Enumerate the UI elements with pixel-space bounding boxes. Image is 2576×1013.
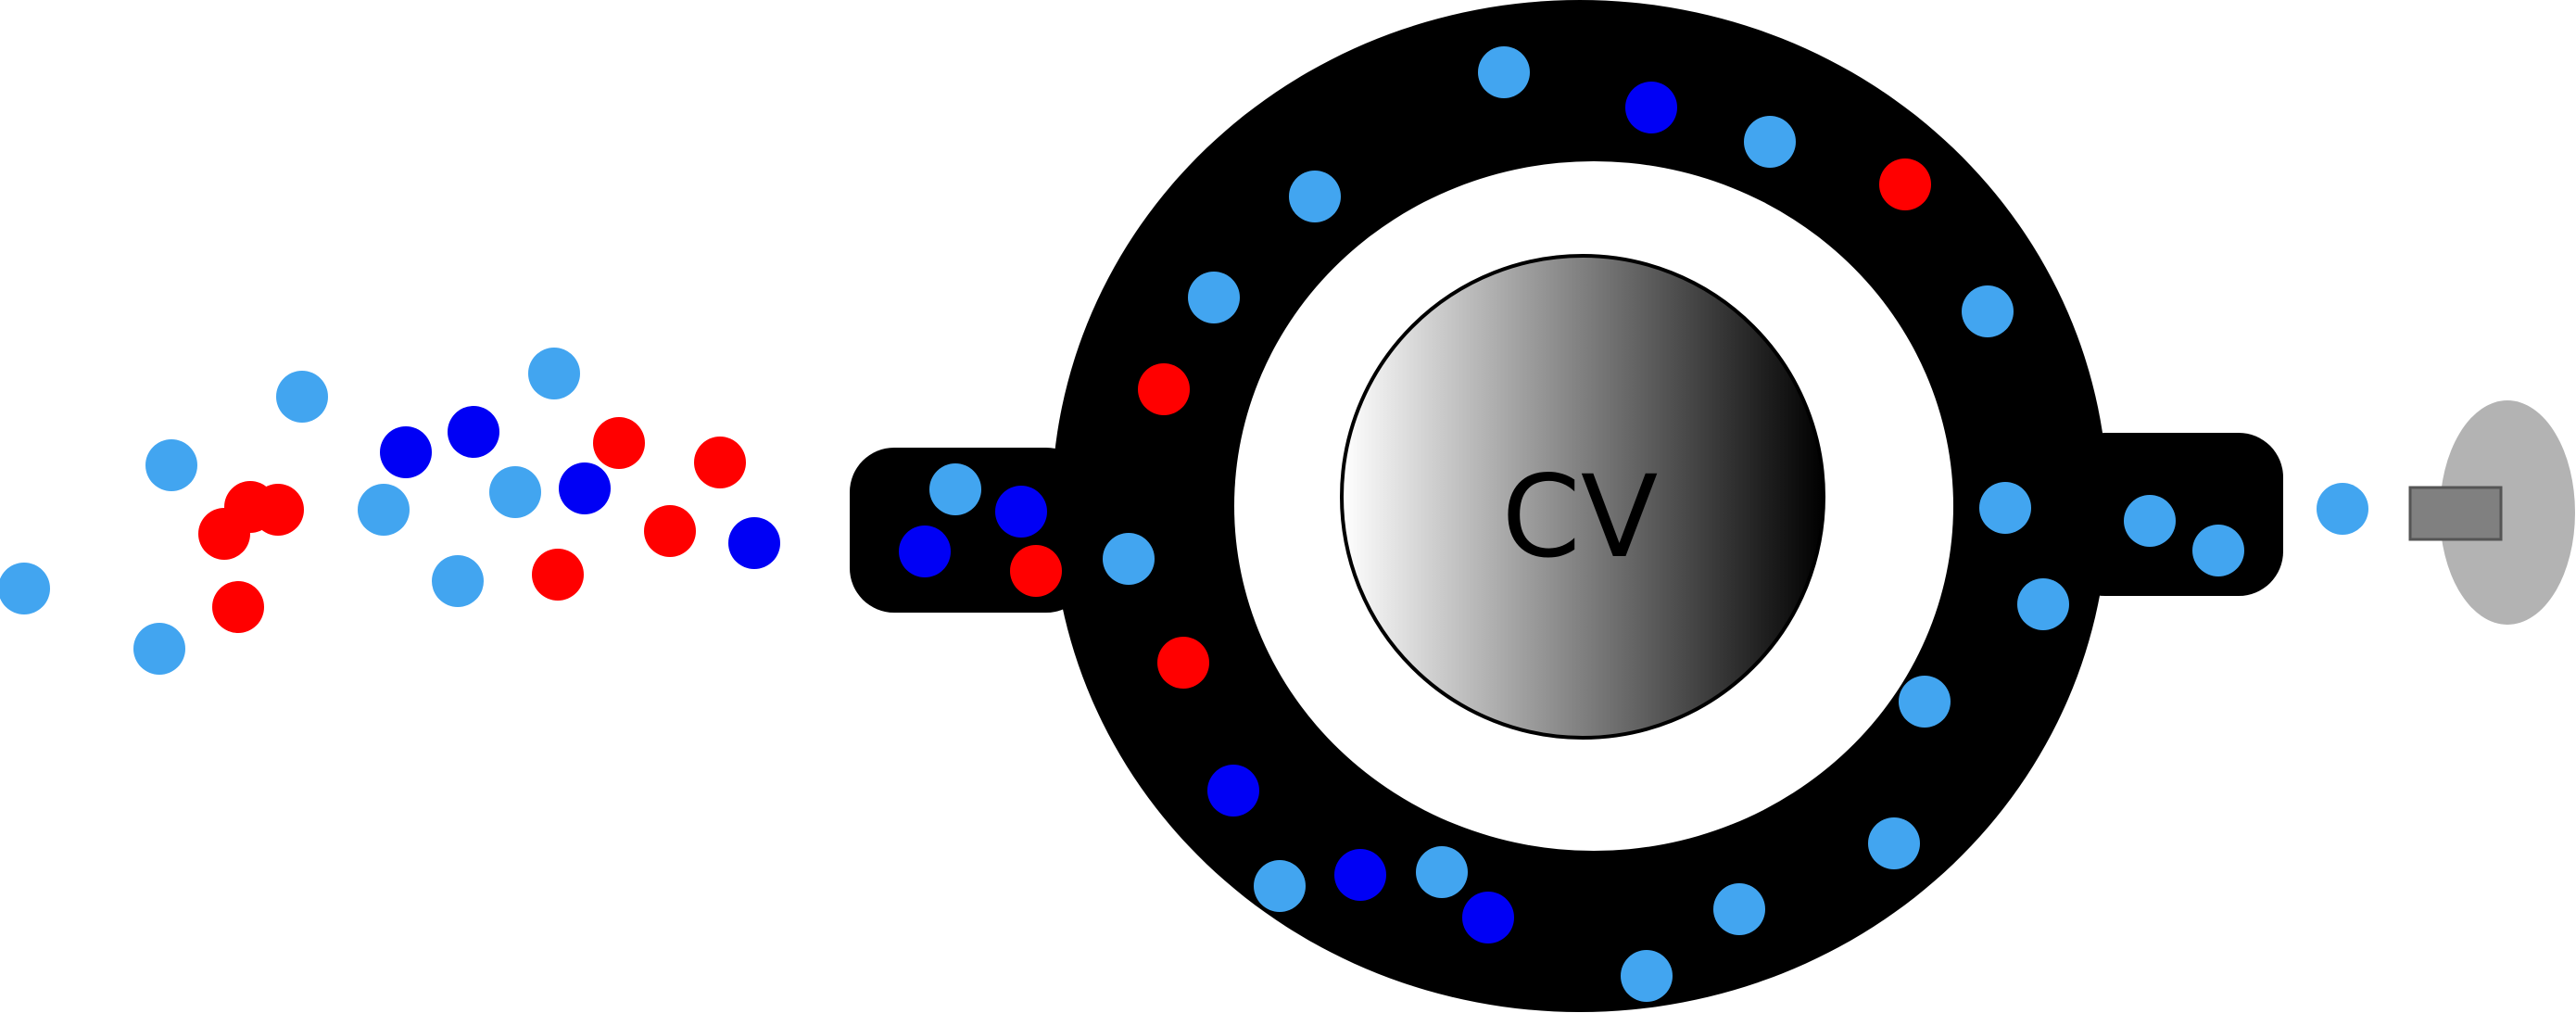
red-particle [593,417,645,469]
incoming-particle-cloud [0,348,780,675]
dark-blue-particle [559,462,611,514]
dark-blue-particle [1462,892,1514,943]
dark-blue-particle [728,517,780,569]
light-blue-particle [489,466,541,518]
light-blue-particle [1744,116,1796,168]
light-blue-particle [1979,482,2031,534]
light-blue-particle [0,563,50,614]
light-blue-particle [1416,846,1468,898]
light-blue-particle [2192,525,2244,576]
red-particle [1157,637,1209,689]
light-blue-particle [1289,171,1341,222]
red-particle [1138,363,1190,415]
dark-blue-particle [448,406,499,458]
red-particle [1010,545,1062,597]
dark-blue-particle [995,486,1047,538]
red-particle [252,484,304,536]
dark-blue-particle [899,525,951,577]
light-blue-particle [1621,950,1673,1002]
light-blue-particle [1103,533,1155,585]
light-blue-particle [1478,46,1530,98]
red-particle [694,437,746,488]
light-blue-particle [133,623,185,675]
red-particle [212,581,264,633]
light-blue-particle [1713,883,1765,935]
light-blue-particle [528,348,580,399]
red-particle [644,505,696,557]
red-particle [532,549,584,601]
light-blue-particle [358,484,410,536]
light-blue-particle [2124,495,2176,547]
light-blue-particle [276,371,328,423]
light-blue-particle [1254,860,1306,912]
dark-blue-particle [1207,765,1259,817]
center-label: CV [1502,451,1659,583]
detector-window [2410,488,2501,539]
dark-blue-particle [1625,82,1677,133]
light-blue-particle [1188,272,1240,323]
transmitted-particles [2317,483,2368,535]
light-blue-particle [2317,483,2368,535]
light-blue-particle [145,439,197,491]
dark-blue-particle [380,426,432,478]
light-blue-particle [929,463,981,515]
red-particle [1879,158,1931,210]
light-blue-particle [432,555,484,607]
light-blue-particle [1962,285,2014,337]
light-blue-particle [1899,676,1951,728]
light-blue-particle [1868,817,1920,869]
dark-blue-particle [1334,849,1386,901]
light-blue-particle [2017,578,2069,630]
